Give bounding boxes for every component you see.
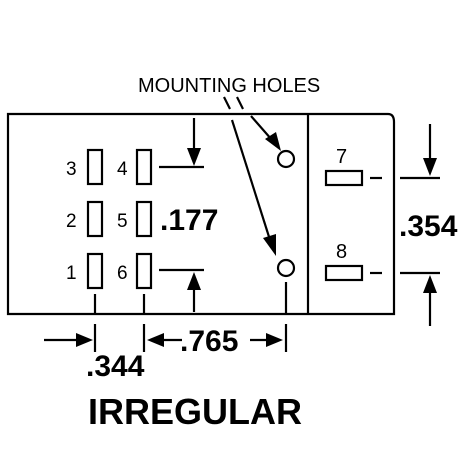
hole-spacing-value: .765 (180, 325, 238, 358)
pad-6 (135, 252, 153, 290)
right-pitch-arrow-bottom-head (423, 275, 437, 293)
pin-label-6: 6 (117, 263, 128, 284)
pad-4 (135, 148, 153, 186)
pin-label-1: 1 (66, 263, 77, 284)
pin-label-4: 4 (117, 159, 128, 180)
mounting-hole-bottom (276, 258, 296, 278)
pin-label-3: 3 (66, 159, 77, 180)
pin-label-5: 5 (117, 211, 128, 232)
diagram-title: IRREGULAR (88, 391, 302, 432)
pin-label-7: 7 (336, 146, 347, 168)
leader-bottom-hole (230, 119, 272, 241)
pad-2 (86, 200, 104, 238)
mounting-hole-top (276, 149, 296, 169)
pad-1 (86, 252, 104, 290)
right-pitch-arrow-top-head (423, 158, 437, 176)
row-pitch-value: .177 (160, 204, 218, 237)
callout-leader-dash-a (223, 96, 231, 110)
left-offset-value: .344 (86, 350, 145, 383)
pad-5 (135, 200, 153, 238)
callout-leader-dash-b (236, 96, 244, 110)
mounting-holes-label: MOUNTING HOLES (138, 75, 320, 97)
pad-7 (324, 169, 364, 187)
component-outline (6, 112, 396, 316)
pin-label-2: 2 (66, 211, 77, 232)
pad-8 (324, 264, 364, 282)
leader-top-hole (250, 115, 273, 141)
pin-label-8: 8 (336, 241, 347, 263)
hole-spacing-arrow-right-head (266, 333, 283, 347)
row-pitch-arrow-bottom-head (187, 272, 201, 290)
leader-top-hole-head (265, 132, 281, 151)
hole-spacing-arrow-left-head (147, 333, 164, 347)
leader-bottom-hole-head (263, 234, 276, 256)
right-pitch-value: .354 (399, 210, 458, 243)
row-pitch-arrow-top-head (187, 148, 201, 166)
left-offset-arrow-head (76, 333, 93, 347)
pad-3 (86, 148, 104, 186)
